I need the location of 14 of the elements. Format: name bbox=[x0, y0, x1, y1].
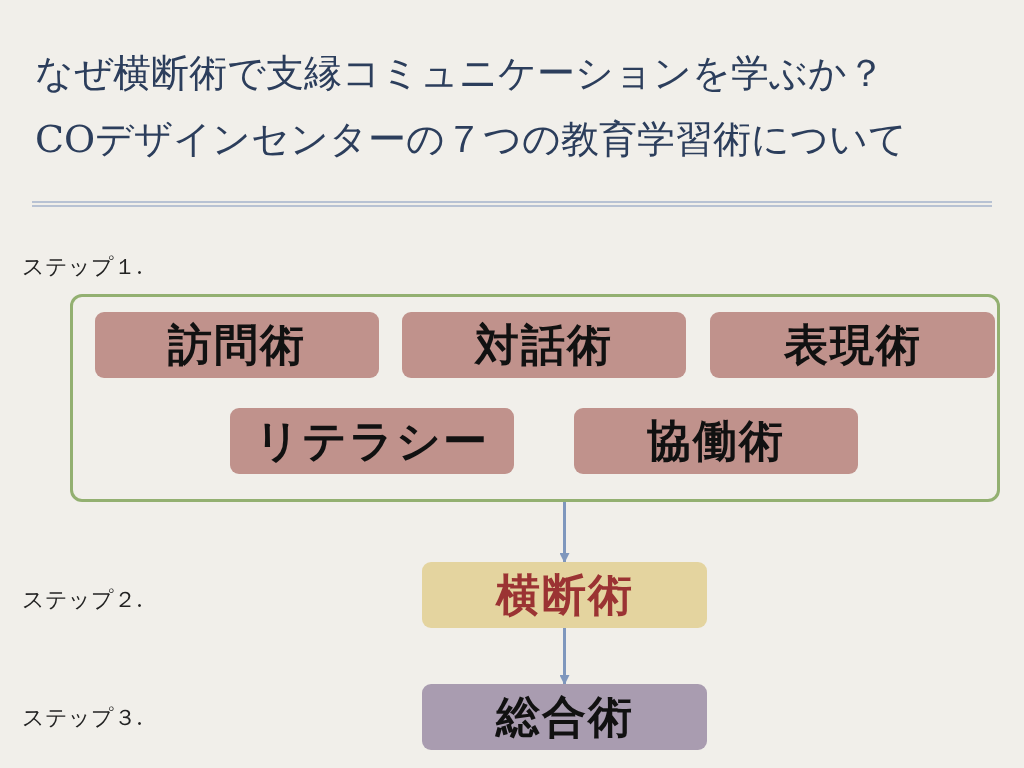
title: なぜ横断術で支縁コミュニケーションを学ぶか？COデザインセンターの７つの教育学習術について bbox=[35, 50, 909, 163]
group-box bbox=[70, 294, 1000, 502]
step-box: 総合術 bbox=[422, 684, 707, 750]
step-box: 表現術 bbox=[710, 312, 995, 378]
step-label: ステップ１. bbox=[22, 253, 143, 281]
step-box: リテラシー bbox=[230, 408, 514, 474]
step-box: 協働術 bbox=[574, 408, 858, 474]
step-box: 横断術 bbox=[422, 562, 707, 628]
step-label: ステップ３. bbox=[22, 704, 143, 732]
step-box: 対話術 bbox=[402, 312, 686, 378]
arrow bbox=[559, 628, 570, 685]
step-box: 訪問術 bbox=[95, 312, 379, 378]
step-label: ステップ２. bbox=[22, 586, 143, 614]
arrow bbox=[559, 502, 570, 563]
